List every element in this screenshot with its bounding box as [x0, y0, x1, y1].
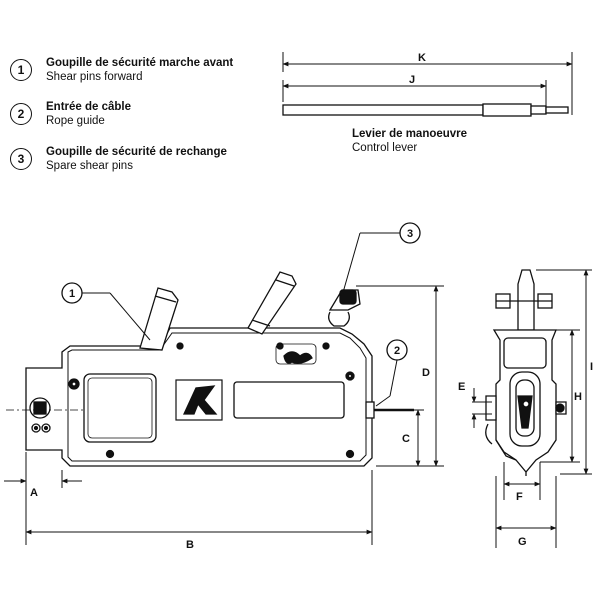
legend-number-3: 3: [10, 148, 32, 170]
legend-item-1: 1 Goupille de sécurité marche avant Shea…: [10, 57, 270, 91]
legend-label-en-1: Shear pins forward: [46, 71, 143, 83]
legend-number-2: 2: [10, 103, 32, 125]
hoist-side-view: [6, 271, 414, 467]
dimension-label-g: G: [518, 536, 527, 548]
dimension-label-f: F: [516, 491, 523, 503]
callout-1: 1: [69, 288, 75, 300]
legend-label-en-2: Rope guide: [46, 115, 105, 127]
dimension-label-b: B: [186, 539, 194, 551]
dimension-label-h: H: [574, 391, 582, 403]
dimension-label-j: J: [409, 74, 415, 86]
legend-item-2: 2 Entrée de câble Rope guide: [10, 101, 270, 135]
dimension-label-i: I: [590, 361, 593, 373]
legend-item-3: 3 Goupille de sécurité de rechange Spare…: [10, 146, 270, 180]
legend-number-1: 1: [10, 59, 32, 81]
legend-label-fr-1: Goupille de sécurité marche avant: [46, 57, 234, 69]
dimension-label-a: A: [30, 487, 38, 499]
control-lever: [282, 52, 573, 117]
callout-3: 3: [407, 228, 413, 240]
lever-label-fr: Levier de manoeuvre: [352, 128, 468, 140]
dimension-label-e: E: [458, 381, 465, 393]
dimension-label-d: D: [422, 367, 430, 379]
legend-label-en-3: Spare shear pins: [46, 160, 133, 172]
legend-label-fr-2: Entrée de câble: [46, 101, 132, 113]
lever-label-en: Control lever: [352, 142, 418, 154]
dimension-label-c: C: [402, 433, 410, 445]
legend-label-fr-3: Goupille de sécurité de rechange: [46, 146, 227, 158]
dimension-label-k: K: [418, 52, 426, 64]
callout-2: 2: [394, 345, 400, 357]
hoist-front-view: [485, 269, 567, 476]
